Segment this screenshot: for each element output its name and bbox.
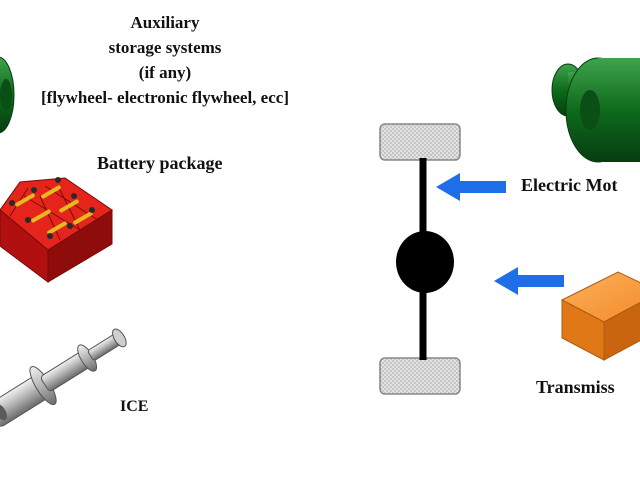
axle-assembly bbox=[379, 123, 461, 395]
auxiliary-label-line-1: Auxiliary bbox=[130, 13, 200, 32]
auxiliary-storage-label: Auxiliary storage systems (if any) [flyw… bbox=[10, 10, 320, 110]
electric-motor-label: Electric Mot bbox=[521, 175, 618, 195]
differential bbox=[396, 231, 454, 293]
arrow-transmission bbox=[494, 267, 564, 295]
electric-motor bbox=[551, 57, 640, 163]
arrow-motor bbox=[436, 173, 506, 201]
transmission-box bbox=[560, 271, 640, 361]
front-wheel bbox=[379, 123, 461, 161]
transmission-label: Transmiss bbox=[536, 377, 615, 397]
auxiliary-flywheel bbox=[0, 56, 15, 134]
battery-package-label: Battery package bbox=[97, 153, 223, 173]
rear-wheel bbox=[379, 357, 461, 395]
auxiliary-label-line-4: [flywheel- electronic flywheel, ecc] bbox=[41, 88, 289, 107]
auxiliary-label-line-3: (if any) bbox=[138, 63, 192, 82]
ice-engine bbox=[0, 328, 127, 427]
battery-package bbox=[0, 177, 113, 283]
ice-label: ICE bbox=[120, 398, 149, 415]
auxiliary-label-line-2: storage systems bbox=[108, 38, 222, 57]
